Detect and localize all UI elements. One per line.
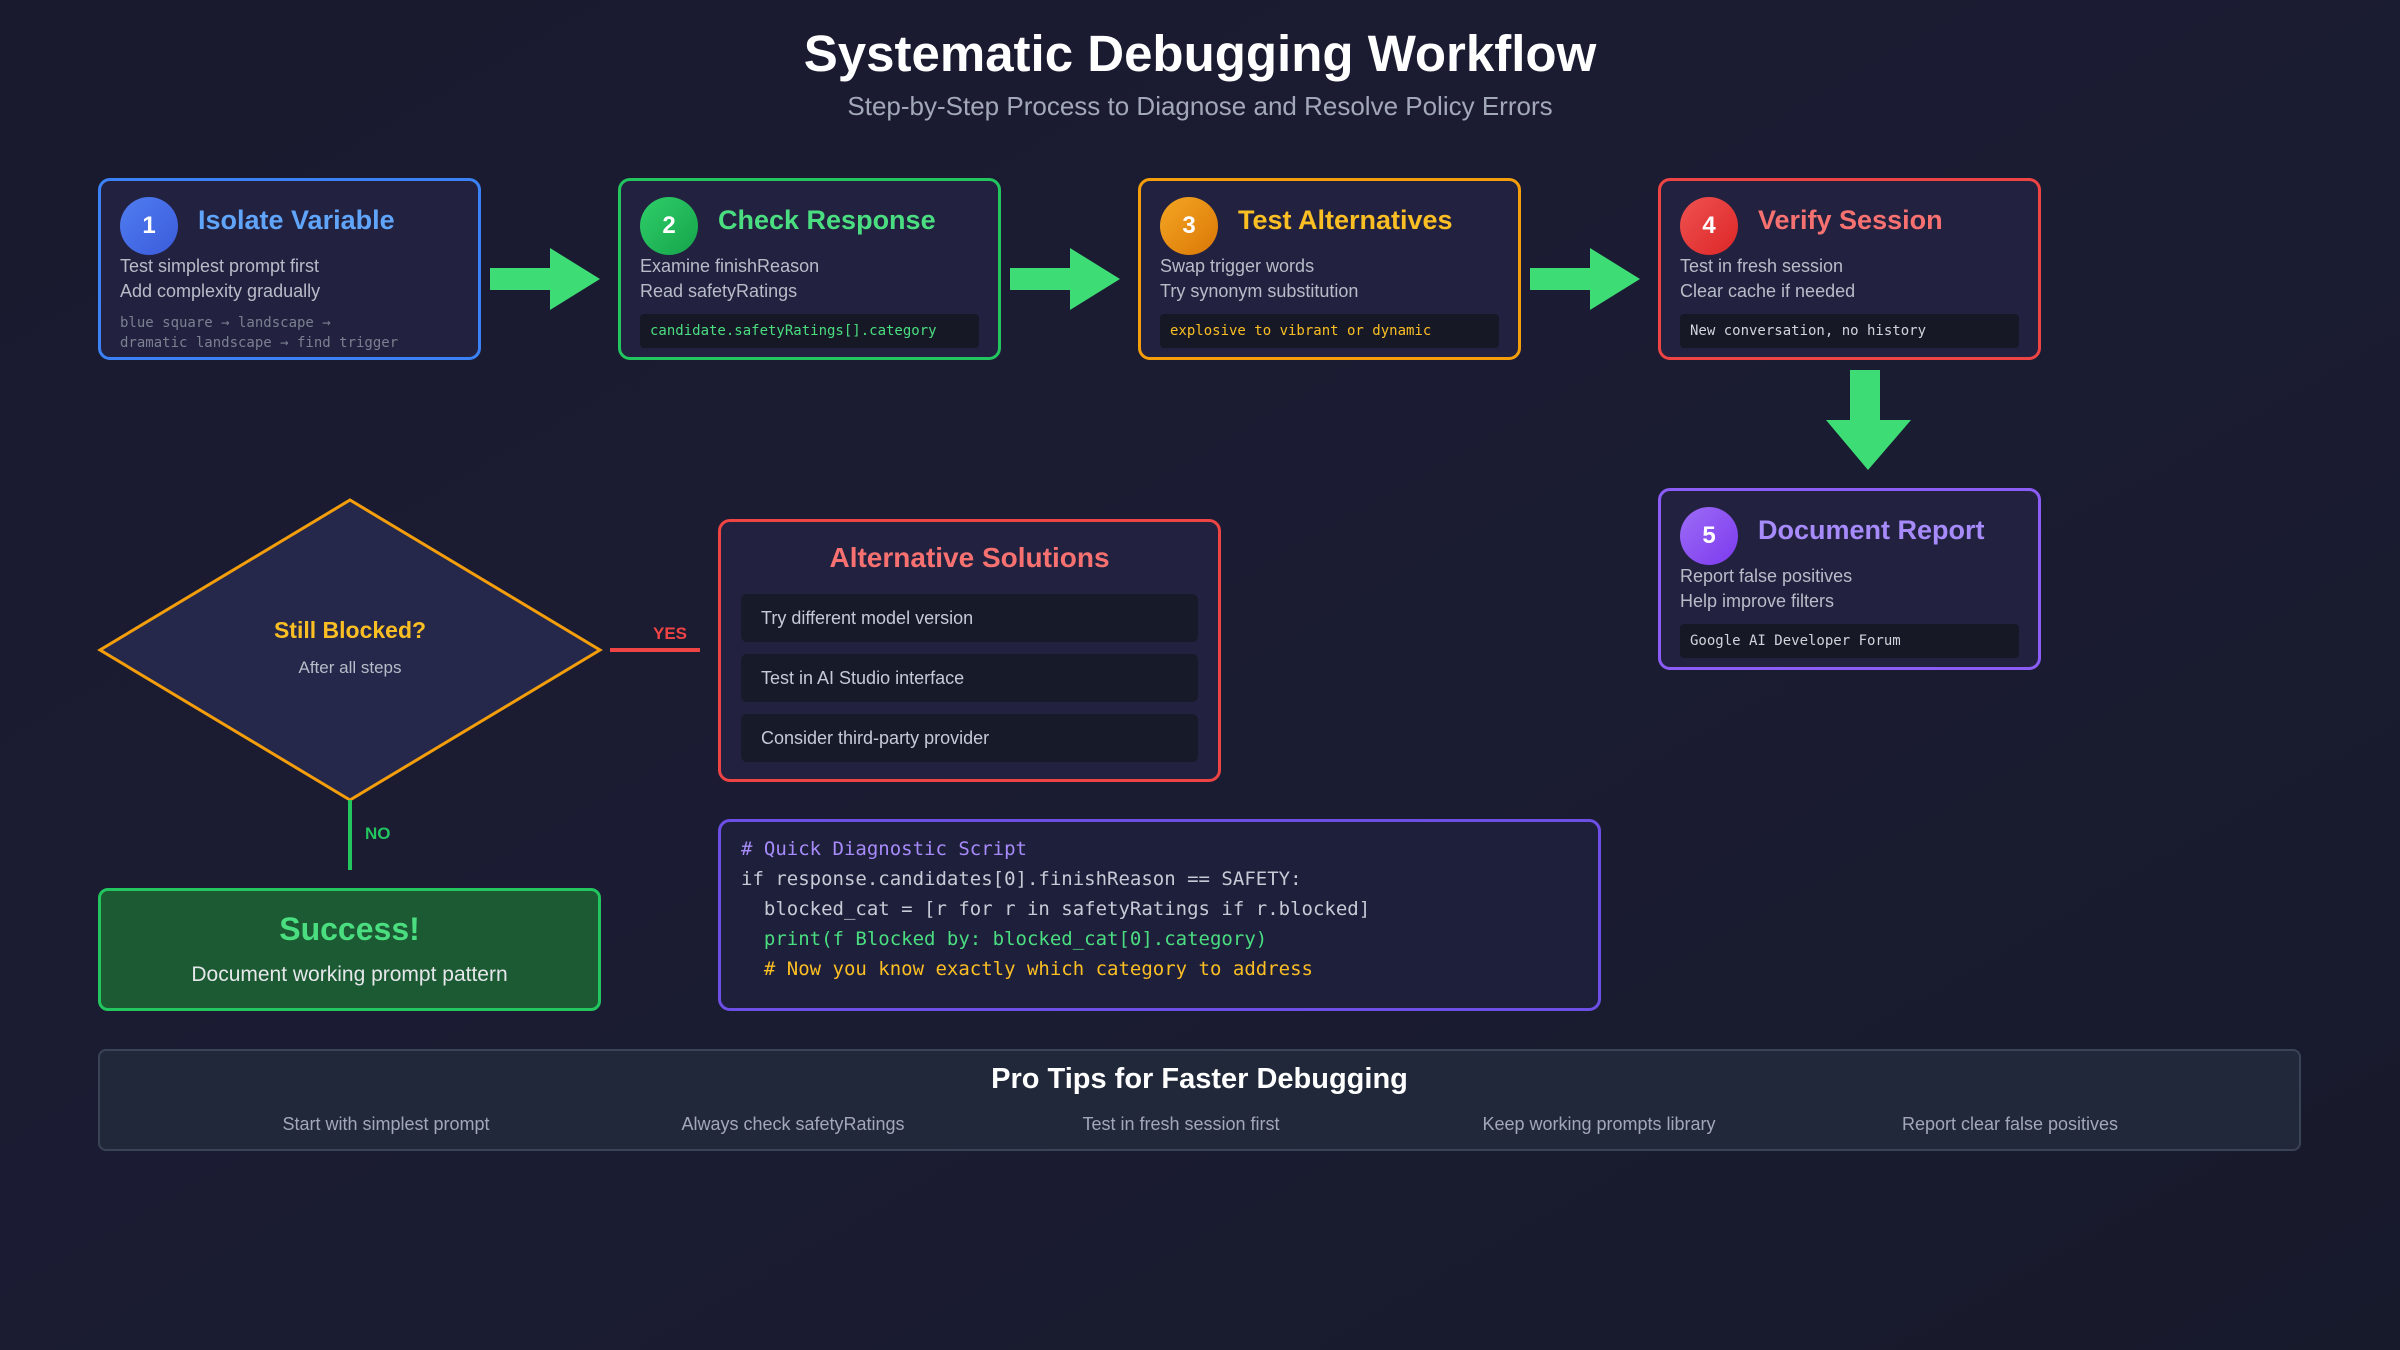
script-comment-line: # Quick Diagnostic Script: [741, 838, 1027, 860]
step-isolate-variable: 1 Isolate Variable Test simplest prompt …: [98, 178, 481, 360]
step-line: Test in fresh session: [1680, 256, 1844, 276]
step-line: Help improve filters: [1680, 591, 1835, 611]
script-line: print(f Blocked by: blocked_cat[0].categ…: [741, 928, 1268, 950]
step-document-report: 5 Document Report Report false positives…: [1658, 488, 2041, 670]
step-title: Document Report: [1758, 515, 1985, 545]
alternative-item: Test in AI Studio interface: [741, 654, 1198, 702]
page-title: Systematic Debugging Workflow: [803, 25, 1597, 82]
script-comment-line: # Now you know exactly which category to…: [741, 958, 1313, 980]
arrow-right-icon: [1530, 248, 1640, 310]
tip-item: Start with simplest prompt: [282, 1114, 490, 1134]
step-title: Isolate Variable: [198, 205, 395, 235]
step-check-response: 2 Check Response Examine finishReason Re…: [618, 178, 1001, 360]
step-number-badge: 2: [640, 197, 698, 255]
alternative-solutions-panel: Alternative Solutions Try different mode…: [718, 519, 1221, 782]
arrow-down-icon: [1826, 370, 1911, 470]
step-title: Check Response: [718, 205, 936, 235]
page-subtitle: Step-by-Step Process to Diagnose and Res…: [847, 91, 1553, 121]
step-line: Read safetyRatings: [640, 281, 798, 301]
yes-label: YES: [653, 624, 688, 643]
step-line: Examine finishReason: [640, 256, 820, 276]
success-panel: Success! Document working prompt pattern: [98, 888, 601, 1011]
diagnostic-script-panel: # Quick Diagnostic Script if response.ca…: [718, 819, 1601, 1011]
step-code: candidate.safetyRatings[].category: [640, 314, 979, 348]
step-line: Add complexity gradually: [120, 281, 321, 301]
step-number-badge: 5: [1680, 507, 1738, 565]
step-note: blue square → landscape →: [120, 315, 331, 331]
script-line: blocked_cat = [r for r in safetyRatings …: [741, 898, 1371, 920]
arrow-right-icon: [490, 248, 600, 310]
step-title: Test Alternatives: [1238, 205, 1453, 235]
decision-title: Still Blocked?: [273, 617, 427, 643]
step-number-badge: 3: [1160, 197, 1218, 255]
step-line: Clear cache if needed: [1680, 281, 1856, 301]
step-number-badge: 1: [120, 197, 178, 255]
tip-item: Report clear false positives: [1901, 1114, 2119, 1134]
success-title: Success!: [279, 911, 420, 947]
pro-tips-title: Pro Tips for Faster Debugging: [991, 1063, 1408, 1095]
step-line: Report false positives: [1680, 566, 1853, 586]
alternative-item: Try different model version: [741, 594, 1198, 642]
success-subtitle: Document working prompt pattern: [191, 963, 508, 986]
step-line: Try synonym substitution: [1160, 281, 1359, 301]
script-line: if response.candidates[0].finishReason =…: [741, 868, 1302, 890]
pro-tips-panel: Pro Tips for Faster Debugging Start with…: [98, 1049, 2301, 1151]
step-verify-session: 4 Verify Session Test in fresh session C…: [1658, 178, 2041, 360]
alternative-item: Consider third-party provider: [741, 714, 1198, 762]
tip-item: Test in fresh session first: [1082, 1114, 1280, 1134]
arrow-right-icon: [1010, 248, 1120, 310]
step-code: explosive to vibrant or dynamic: [1160, 314, 1499, 348]
alternative-solutions-title: Alternative Solutions: [829, 542, 1110, 573]
step-line: Test simplest prompt first: [120, 256, 320, 276]
step-number-badge: 4: [1680, 197, 1738, 255]
decision-subtitle: After all steps: [298, 658, 402, 677]
no-label: NO: [365, 824, 391, 843]
step-code: Google AI Developer Forum: [1680, 624, 2019, 658]
step-title: Verify Session: [1758, 205, 1943, 235]
step-test-alternatives: 3 Test Alternatives Swap trigger words T…: [1138, 178, 1521, 360]
step-note: dramatic landscape → find trigger: [120, 335, 399, 351]
tip-item: Keep working prompts library: [1482, 1114, 1716, 1134]
step-line: Swap trigger words: [1160, 256, 1315, 276]
step-code: New conversation, no history: [1680, 314, 2019, 348]
decision-diamond: [97, 498, 603, 802]
tip-item: Always check safetyRatings: [681, 1114, 905, 1134]
